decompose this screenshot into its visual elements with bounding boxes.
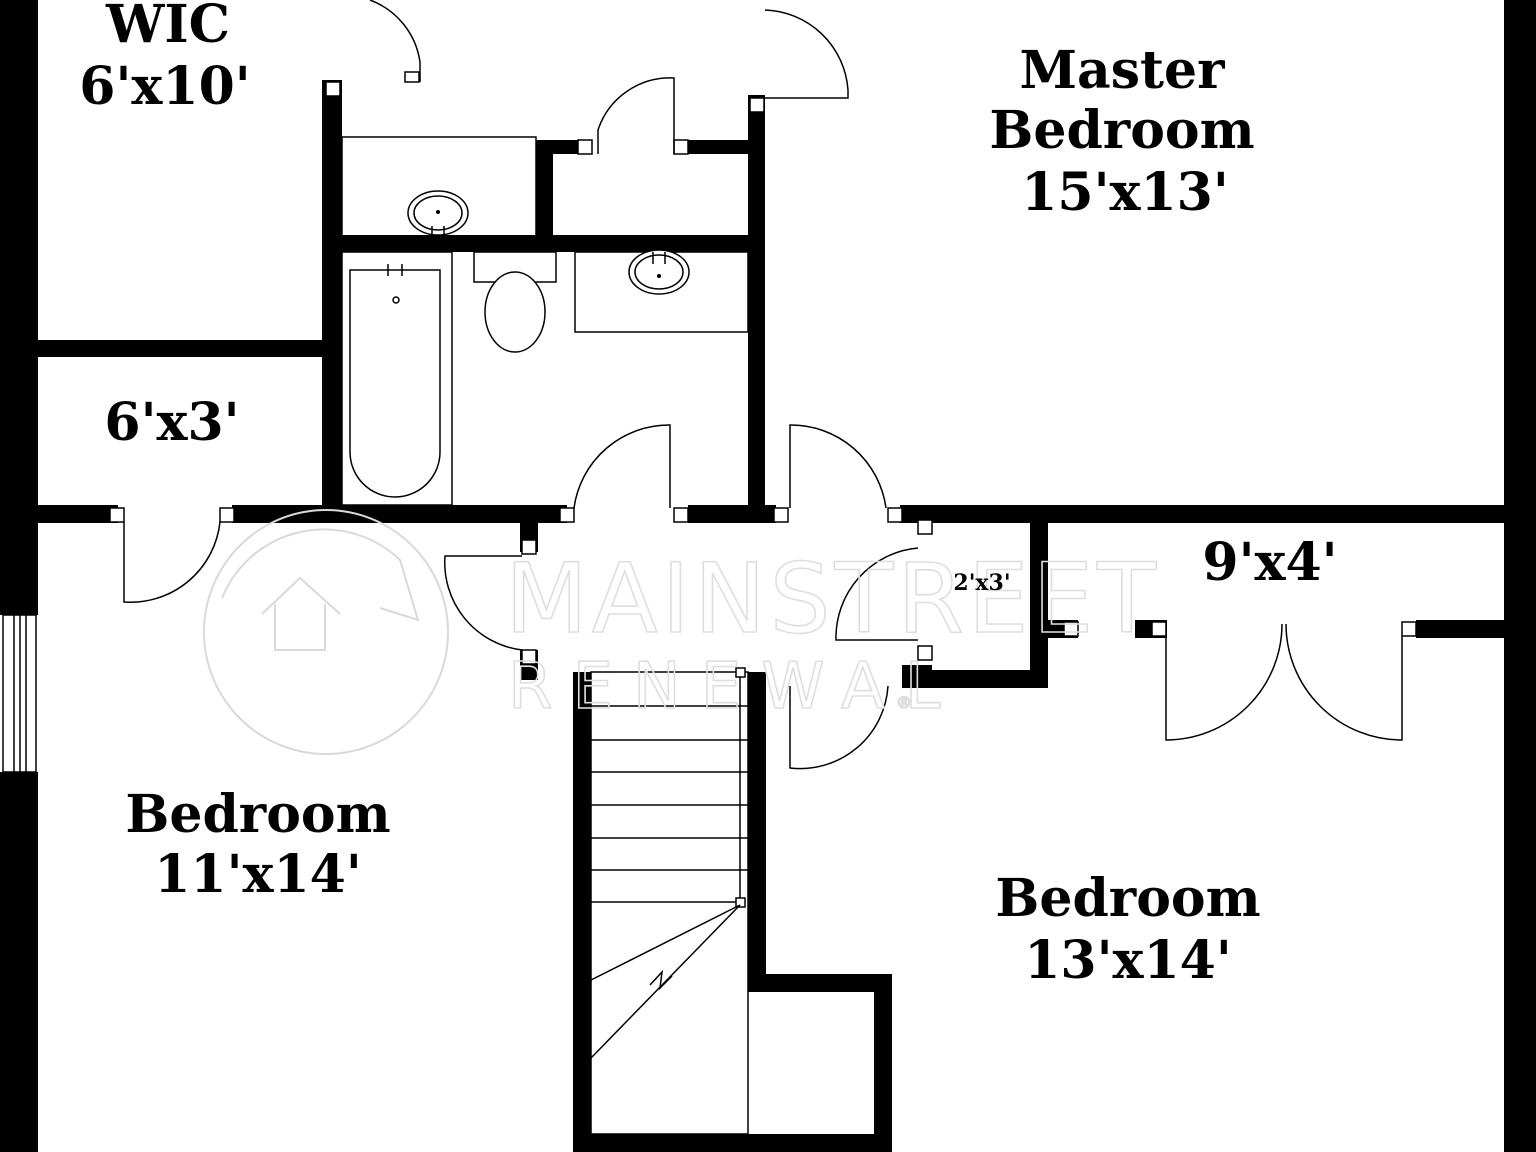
master-name-line1: Master (1019, 40, 1225, 101)
watermark: MAINSTREET RENEWAL ® (203, 509, 1160, 755)
bedroom-right-size: 13'x14' (1024, 930, 1232, 991)
wic-size: 6'x10' (79, 56, 250, 117)
door-jambs (109, 71, 1417, 665)
bedroom-left-name: Bedroom (125, 784, 390, 845)
bedroom-right-name: Bedroom (995, 868, 1260, 929)
master-size: 15'x13' (1021, 162, 1229, 223)
bathroom-fixtures (341, 136, 749, 506)
staircase (590, 667, 749, 1135)
window (2, 614, 37, 773)
watermark-registered-mark: ® (896, 693, 912, 712)
small-closet-size: 2'x3' (953, 570, 1010, 596)
doors (123, 0, 1403, 770)
watermark-subbrand: RENEWAL (508, 650, 960, 724)
hall-closet-size: 9'x4' (1202, 532, 1337, 593)
room-labels: WIC 6'x10' 6'x3' Master Bedroom 15'x13' … (79, 0, 1337, 991)
bedroom-left-size: 11'x14' (154, 844, 362, 905)
master-name-line2: Bedroom (989, 100, 1254, 161)
watermark-brand: MAINSTREET (505, 543, 1160, 655)
linen-size: 6'x3' (104, 392, 239, 453)
wic-name: WIC (105, 0, 230, 55)
